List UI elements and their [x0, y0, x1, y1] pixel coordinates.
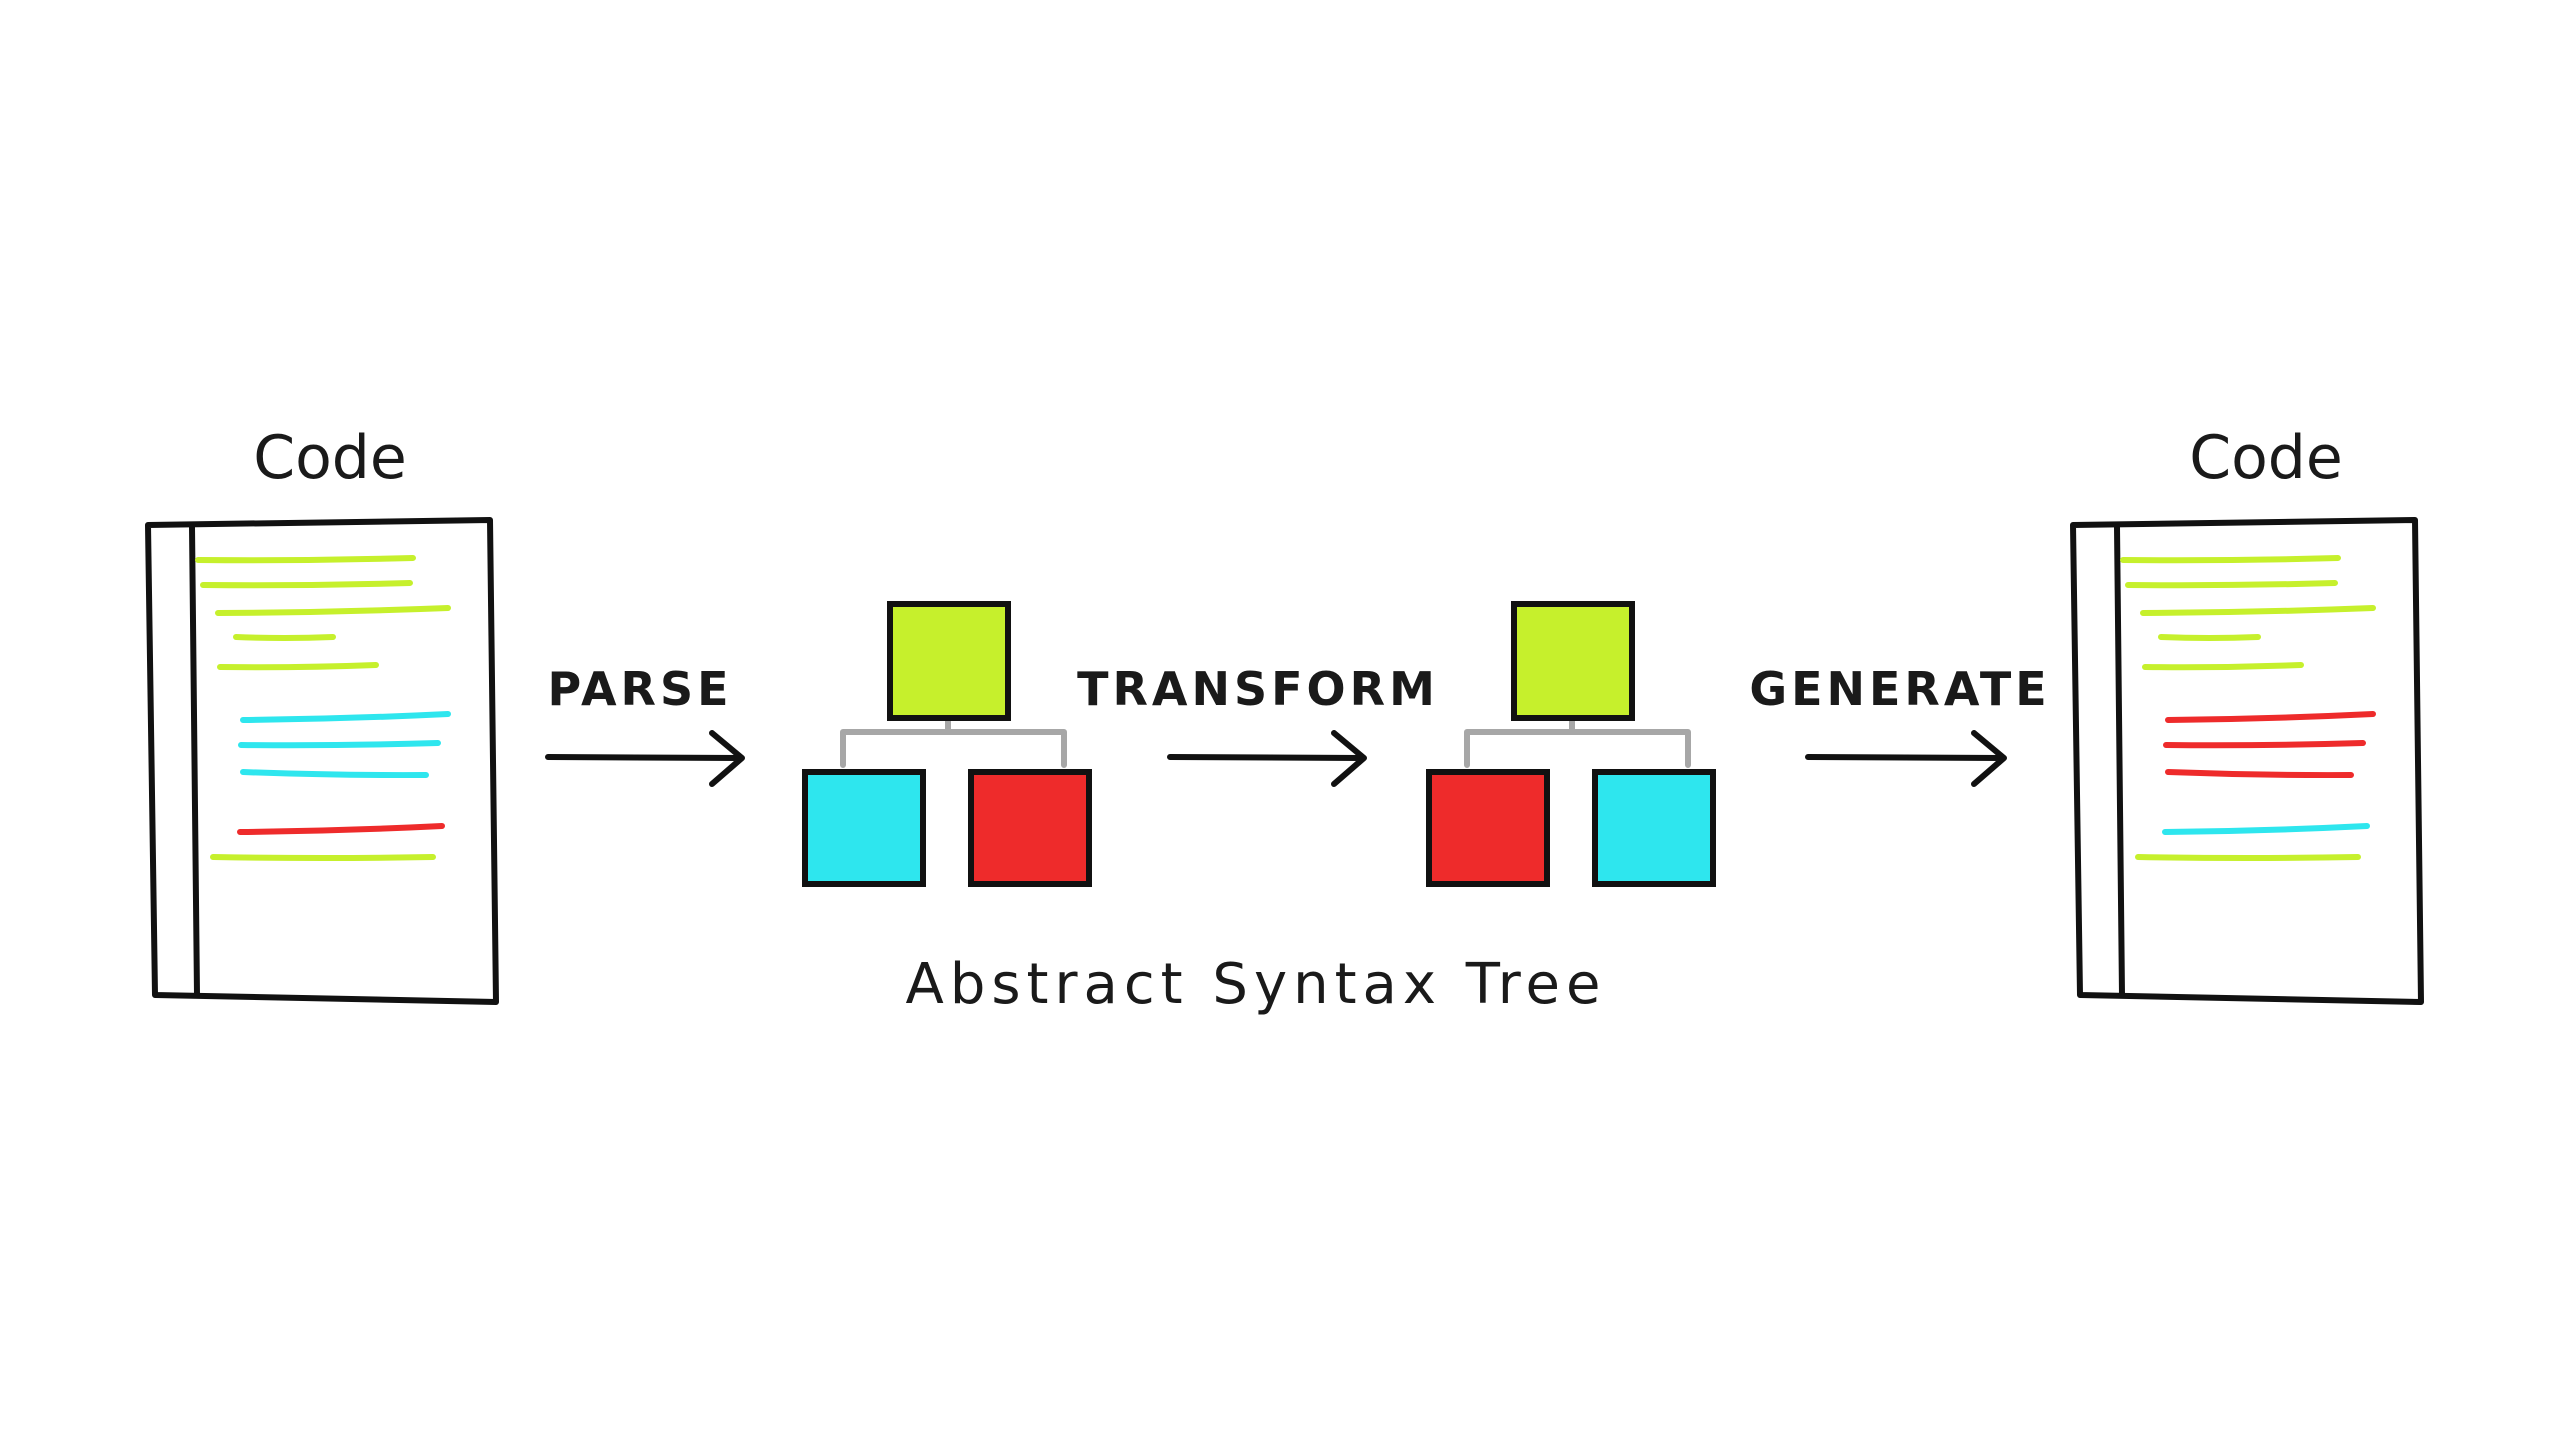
code-line [200, 580, 413, 589]
ast-after [1426, 601, 1716, 887]
code-line [2158, 634, 2261, 641]
code-line [215, 605, 451, 616]
generate-arrow [1805, 730, 2007, 787]
parse-step: PARSE [545, 662, 745, 787]
left-document-code-lines [195, 555, 451, 861]
left-document-outline [145, 517, 499, 1005]
parse-label: PARSE [547, 662, 732, 716]
generate-label: GENERATE [1749, 662, 2050, 716]
generate-step: GENERATE [1749, 662, 2050, 787]
right-document-margin [2114, 524, 2125, 998]
ast-after-left-node [1426, 769, 1550, 887]
ast-before [802, 601, 1092, 887]
ast-before-left-node [802, 769, 926, 887]
right-document-title: Code [2189, 423, 2343, 493]
code-line [195, 555, 416, 564]
parse-arrow [545, 730, 745, 787]
code-line [238, 740, 441, 749]
code-line [2120, 555, 2341, 564]
code-line [210, 854, 436, 861]
transform-arrow [1167, 730, 1367, 787]
code-line [2165, 711, 2376, 723]
right-document-outline [2070, 517, 2424, 1005]
code-line [240, 711, 451, 723]
left-code-document: Code [145, 423, 499, 1005]
code-line [2142, 662, 2304, 671]
ast-before-right-node [968, 769, 1092, 887]
ast-caption: Abstract Syntax Tree [906, 952, 1607, 1017]
code-line [217, 662, 379, 671]
right-code-document: Code [2070, 423, 2424, 1005]
code-line [2165, 769, 2354, 779]
code-line [2135, 854, 2361, 861]
code-line [240, 769, 429, 779]
code-line [2163, 740, 2366, 749]
left-document-title: Code [253, 423, 407, 493]
code-line [237, 823, 445, 835]
transform-label: TRANSFORM [1077, 662, 1439, 716]
code-line [2162, 823, 2370, 835]
ast-after-root-node [1511, 601, 1635, 721]
ast-before-root-node [887, 601, 1011, 721]
code-line [233, 634, 336, 641]
code-line [2125, 580, 2338, 589]
transform-step: TRANSFORM [1077, 662, 1439, 787]
ast-before-connector [840, 715, 1067, 768]
ast-after-right-node [1592, 769, 1716, 887]
code-line [2140, 605, 2376, 616]
ast-after-connector [1464, 715, 1691, 768]
left-document-margin [189, 524, 200, 998]
right-document-code-lines [2120, 555, 2376, 861]
